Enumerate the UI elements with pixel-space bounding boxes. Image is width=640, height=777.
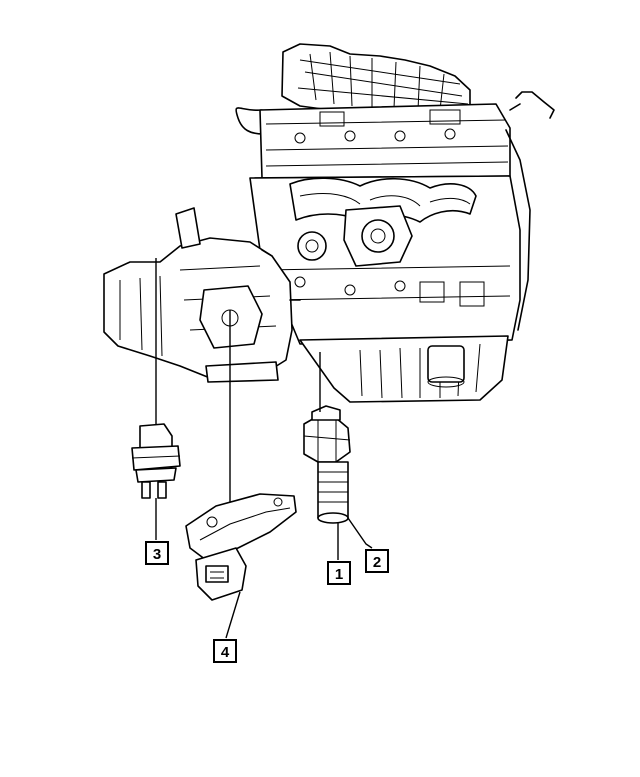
callout-1-label: 1 <box>335 566 343 583</box>
leader-lines <box>155 258 373 639</box>
callout-2-label: 2 <box>373 554 381 571</box>
part-4-range-sensor <box>185 493 297 601</box>
part-1-2-sensor <box>303 405 351 524</box>
engine-assembly <box>235 43 555 403</box>
callout-4-label: 4 <box>221 644 230 661</box>
callout-3-label: 3 <box>153 546 161 563</box>
callout-3: 3 <box>145 541 169 565</box>
transaxle-assembly <box>103 207 301 383</box>
callout-1: 1 <box>327 561 351 585</box>
part-3-switch <box>131 423 181 499</box>
callout-4: 4 <box>213 639 237 663</box>
callout-2: 2 <box>365 549 389 573</box>
